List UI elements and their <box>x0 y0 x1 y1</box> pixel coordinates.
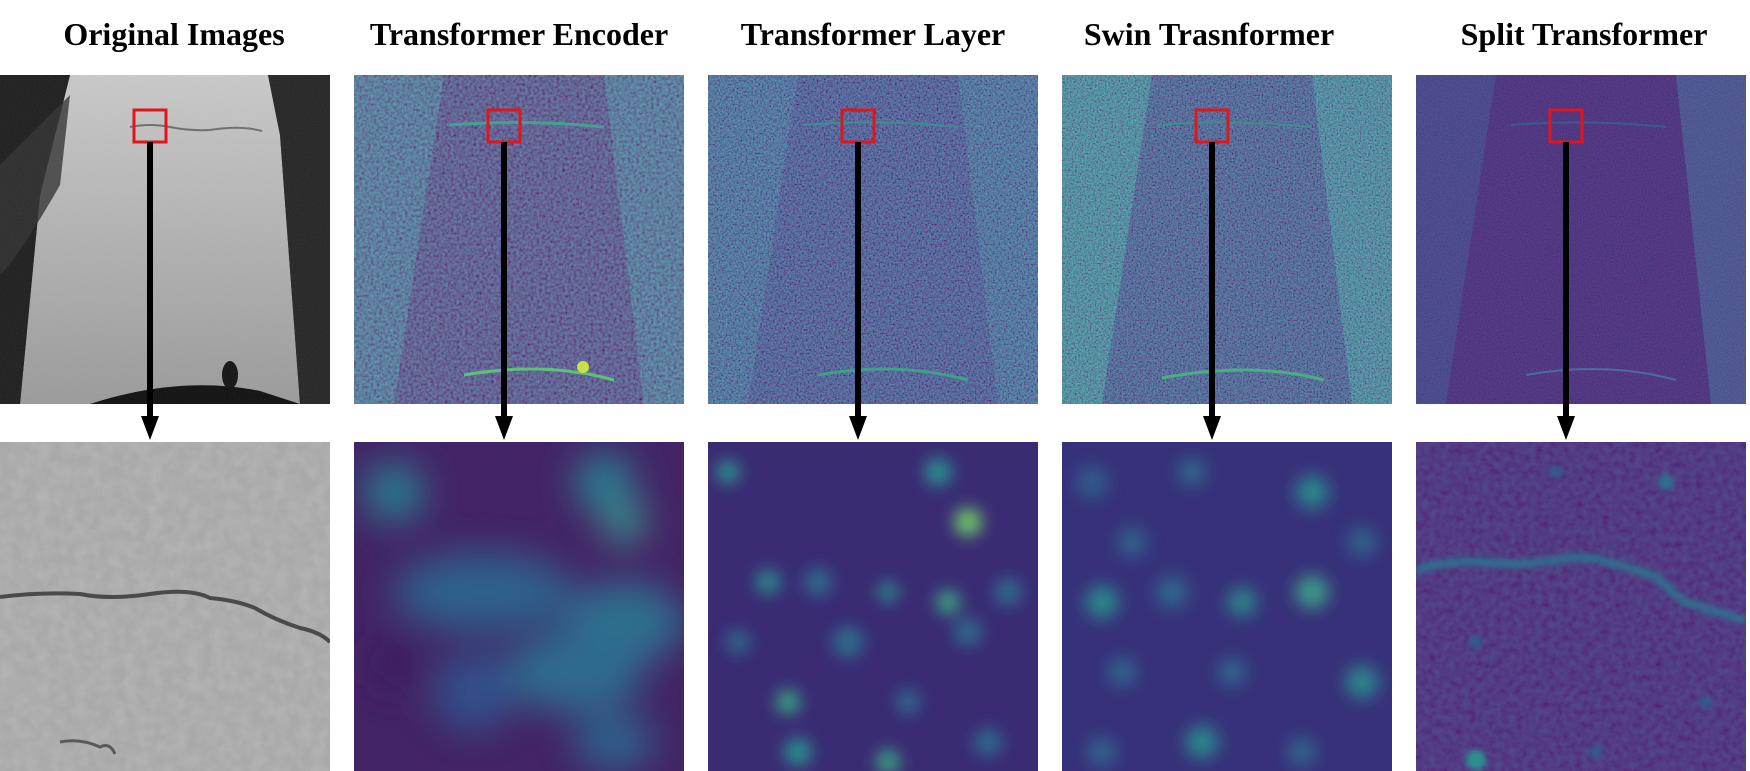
highlight-box-transformer-encoder <box>486 108 522 144</box>
zoom-arrow-split-transformer <box>1557 142 1575 440</box>
transformer-layer-image-zoom <box>708 442 1038 771</box>
column-title-transformer-encoder: Transformer Encoder <box>369 16 669 52</box>
zoom-arrow-swin-transformer <box>1203 142 1221 440</box>
original-image-zoom <box>0 442 330 771</box>
column-title-split-transformer: Split Transformer <box>1460 16 1708 52</box>
highlight-box-split-transformer <box>1548 108 1584 144</box>
column-title-swin-transformer: Swin Trasnformer <box>1083 16 1335 52</box>
column-title-transformer-layer: Transformer Layer <box>740 16 1006 52</box>
transformer-encoder-image-zoom <box>354 442 684 771</box>
column-title-original: Original Images <box>63 16 285 52</box>
zoom-arrow-transformer-encoder <box>495 142 513 440</box>
zoom-arrow-original <box>141 142 159 440</box>
swin-transformer-image-zoom <box>1062 442 1392 771</box>
highlight-box-original <box>132 108 168 144</box>
zoom-arrow-transformer-layer <box>849 142 867 440</box>
highlight-box-swin-transformer <box>1194 108 1230 144</box>
highlight-box-transformer-layer <box>840 108 876 144</box>
split-transformer-image-zoom <box>1416 442 1746 771</box>
